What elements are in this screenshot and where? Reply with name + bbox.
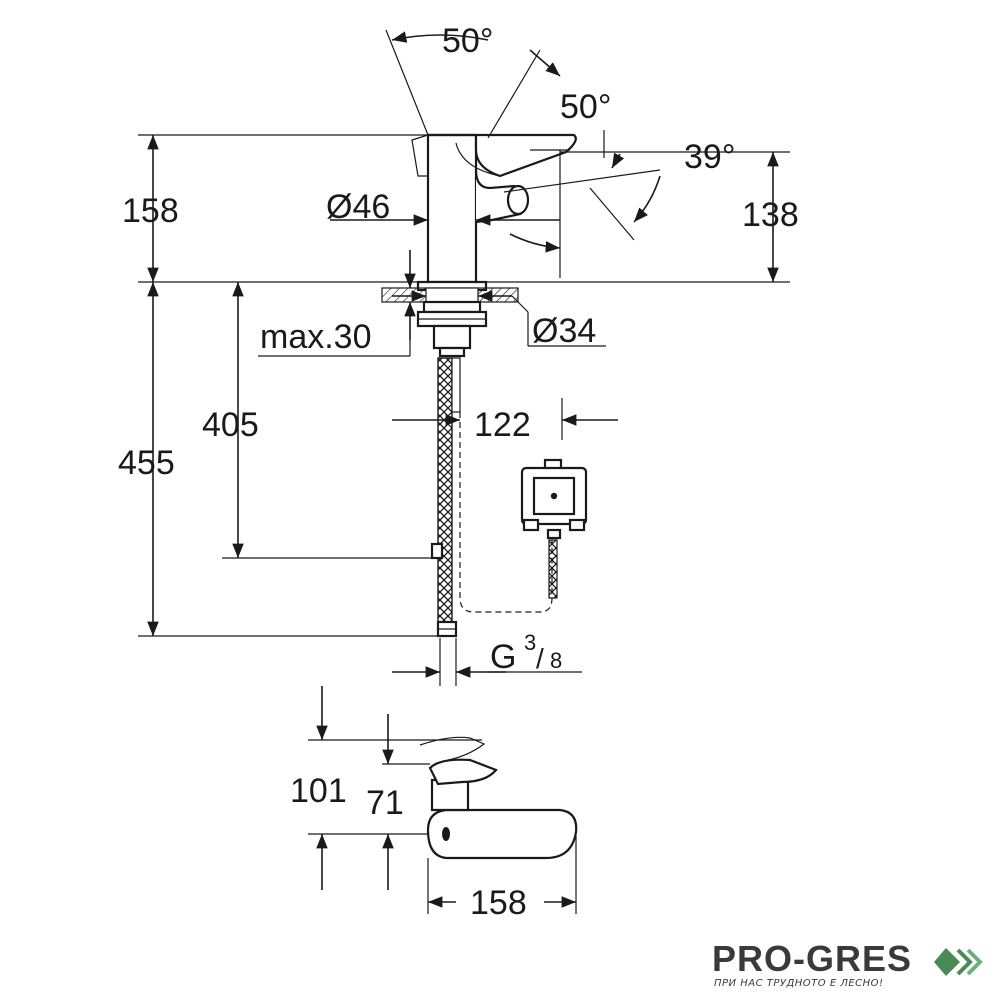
top-view-lever xyxy=(428,758,498,786)
control-box xyxy=(520,458,588,599)
braided-hose xyxy=(437,357,453,623)
faucet-side-view xyxy=(381,133,577,638)
control-box-cable xyxy=(548,539,558,599)
height-body-label: 158 xyxy=(122,192,179,230)
hose-length-label: 405 xyxy=(202,406,259,444)
max-thickness-label: max.30 xyxy=(260,318,372,356)
brand-name: PRO-GRES xyxy=(712,938,913,979)
brand-logo: PRO-GRES ПРИ НАС ТРУДНОТО Е ЛЕСНО! xyxy=(706,938,992,994)
faucet-body xyxy=(426,133,478,284)
faucet-top-view xyxy=(308,686,578,914)
top-height-inner-label: 71 xyxy=(366,784,404,822)
top-view-spout xyxy=(426,808,578,860)
angle-right-label: 50° xyxy=(560,88,611,126)
diameter-body-label: Ø46 xyxy=(326,188,390,226)
spout-outlet xyxy=(506,184,530,216)
height-spout-label: 138 xyxy=(742,196,799,234)
box-offset-label: 122 xyxy=(474,406,531,444)
brand-slogan: ПРИ НАС ТРУДНОТО Е ЛЕСНО! xyxy=(714,978,884,989)
thread-denominator: 8 xyxy=(550,648,562,673)
sensor-cable xyxy=(459,412,553,613)
diamond-chevron-icon xyxy=(934,948,983,976)
thread-stem xyxy=(432,324,472,350)
top-height-outer-label: 101 xyxy=(290,772,347,810)
lever-edge xyxy=(455,142,501,177)
reach-label: 158 xyxy=(470,884,527,922)
total-length-label: 455 xyxy=(118,444,175,482)
thread-base-label: G xyxy=(490,638,516,676)
angle-spout-label: 39° xyxy=(684,138,735,176)
thread-slash: / xyxy=(536,643,544,674)
ghost-lever xyxy=(411,134,429,177)
diameter-hole-label: Ø34 xyxy=(532,312,596,350)
thread-numerator: 3 xyxy=(524,630,536,655)
dimension-lines xyxy=(138,29,790,686)
angle-top-label: 50° xyxy=(442,22,493,60)
